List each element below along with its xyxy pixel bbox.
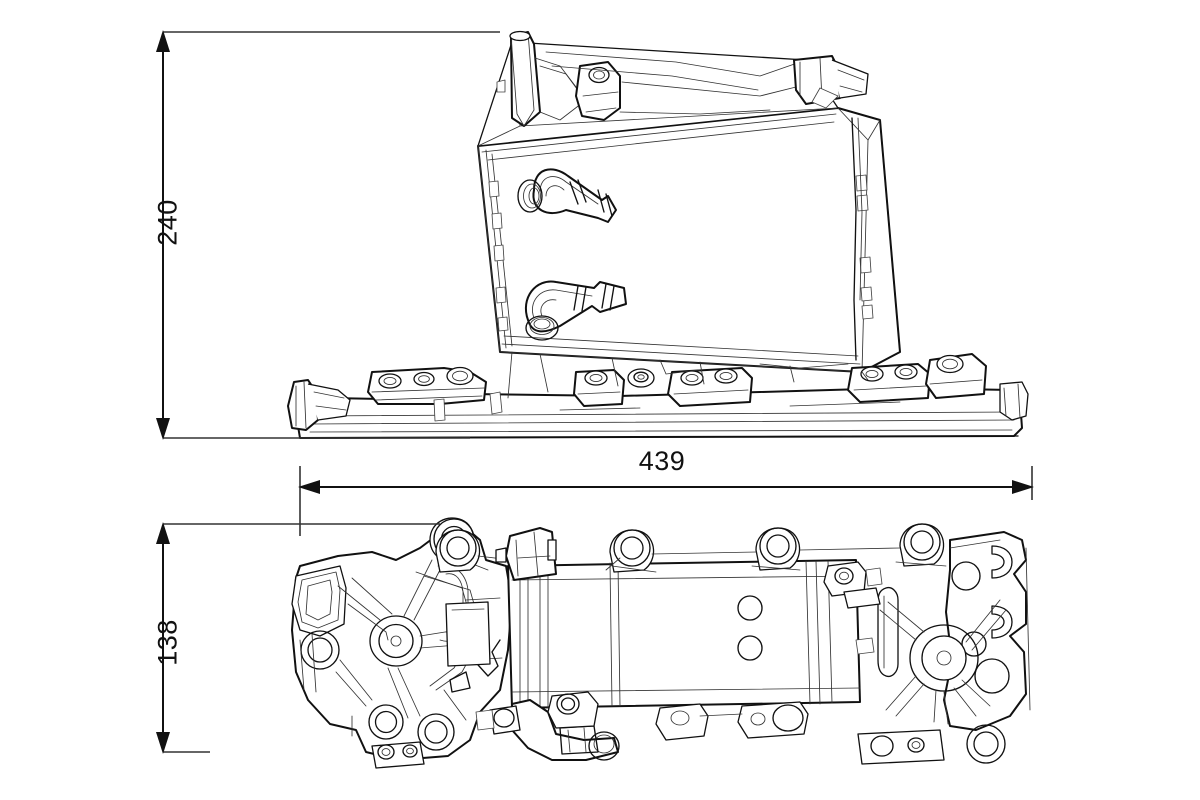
arrowhead-138-top [156,522,170,544]
plan-view [291,517,1031,769]
dimension-label-439: 439 [638,446,686,476]
manifold-base [287,351,1029,439]
right-top-bracket [793,55,869,109]
right-drop-flange [851,117,863,361]
arrowhead-240-bottom [156,418,170,440]
hose-stub-lower [525,280,627,341]
arrowhead-240-top [156,30,170,52]
bottom-outlet-port [475,691,809,761]
support-bracket-casting [291,517,513,769]
top-connector-boss [495,527,557,581]
dimension-label-240: 240 [152,199,183,246]
right-end-bracket [857,531,1031,765]
cooler-core [507,559,899,709]
upper-rib-panel [545,51,807,115]
dimension-label-138: 138 [152,619,183,666]
core-side-fittings [823,561,883,655]
hose-stub-upper [517,168,617,223]
arrowhead-439-left [298,480,320,494]
side-elevation-view [287,30,1029,439]
dimension-439 [298,466,1034,536]
dimension-240 [156,30,500,440]
upper-mount-boss [575,61,621,121]
arrowhead-439-right [1012,480,1034,494]
upper-left-neck [496,30,589,127]
arrowhead-138-bottom [156,732,170,754]
dimension-138 [156,522,440,754]
core-top-mount-ears [435,523,947,573]
